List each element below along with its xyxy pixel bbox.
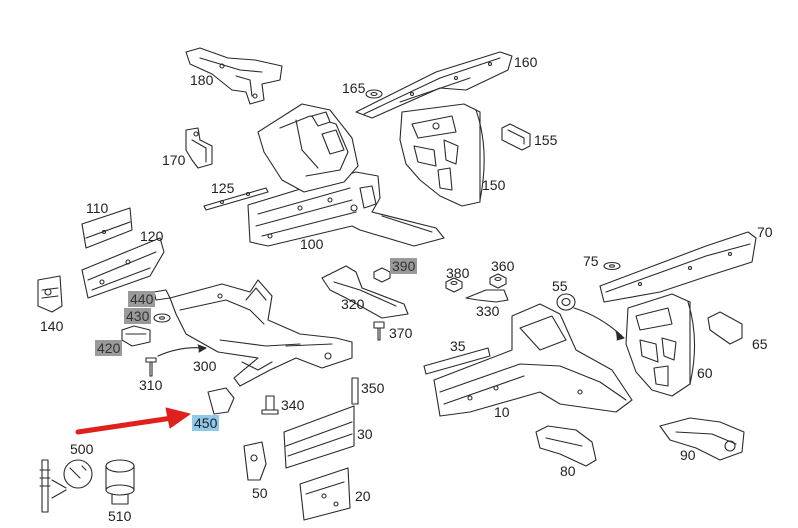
callout-50: 50: [252, 485, 268, 501]
callout-450: 450: [192, 415, 220, 431]
part-300-subframe: [169, 279, 353, 387]
callout-320: 320: [341, 296, 365, 312]
callout-120: 120: [140, 228, 164, 244]
callout-440: 440: [128, 291, 156, 307]
callout-90: 90: [680, 447, 696, 463]
callout-390: 390: [390, 258, 418, 274]
callout-170: 170: [162, 152, 186, 168]
part-120-panel: [81, 237, 165, 299]
callout-380: 380: [446, 265, 470, 281]
callout-340: 340: [281, 397, 305, 413]
part-10-rail: [433, 303, 633, 417]
callout-125: 125: [211, 180, 235, 196]
callout-300: 300: [193, 358, 217, 374]
part-180-bracket: [185, 47, 283, 105]
part-140-mount: [37, 275, 63, 313]
callout-310: 310: [139, 377, 163, 393]
part-320-bracket: [321, 265, 409, 319]
part-370-bolt: [373, 321, 385, 341]
callout-165: 165: [342, 80, 366, 96]
part-165-washer: [365, 89, 383, 99]
part-110-strip: [81, 207, 133, 249]
part-310-bolt: [145, 357, 157, 377]
callout-155: 155: [534, 132, 558, 148]
arrowhead-310: [197, 344, 207, 353]
callout-30: 30: [357, 426, 373, 442]
callout-140: 140: [40, 318, 64, 334]
part-390-nut: [373, 267, 391, 283]
part-20-bracket: [299, 467, 351, 521]
part-360-nut: [489, 273, 507, 289]
callout-180: 180: [190, 72, 214, 88]
callout-10: 10: [494, 404, 510, 420]
callout-100: 100: [300, 236, 324, 252]
part-340-bolt: [261, 395, 279, 415]
callout-160: 160: [514, 54, 538, 70]
callout-60: 60: [697, 365, 713, 381]
part-70-rail: [599, 231, 757, 303]
part-155-plate: [501, 123, 531, 151]
part-90-bracket: [659, 417, 745, 461]
leader-500: [51, 479, 67, 499]
callout-420: 420: [95, 340, 123, 356]
callout-360: 360: [491, 258, 515, 274]
red-pointer-arrow: [75, 407, 191, 435]
part-350-stud: [351, 377, 359, 405]
part-50-bracket: [243, 441, 267, 481]
part-450-bracket: [207, 387, 235, 415]
callout-150: 150: [482, 177, 506, 193]
callout-35: 35: [450, 338, 466, 354]
part-430-washer: [153, 313, 171, 323]
part-420-mount: [121, 325, 151, 347]
arrow-55: [573, 307, 623, 337]
callout-370: 370: [389, 325, 413, 341]
part-55-bushing: [556, 293, 576, 311]
part-60-panel: [625, 293, 696, 397]
part-100-front-assembly: [247, 103, 445, 247]
callout-430: 430: [124, 308, 152, 324]
torque-wrench-icon: [63, 459, 93, 489]
callout-110: 110: [86, 200, 109, 216]
callout-330: 330: [476, 303, 500, 319]
part-150-panel: [399, 103, 485, 207]
callout-65: 65: [752, 336, 768, 352]
callout-20: 20: [355, 488, 371, 504]
part-380-nut: [445, 277, 463, 293]
part-510-mount: [105, 459, 135, 505]
callout-510: 510: [108, 508, 132, 524]
callout-350: 350: [361, 380, 385, 396]
part-125-strip: [203, 187, 269, 211]
callout-80: 80: [560, 463, 576, 479]
callout-500: 500: [70, 441, 94, 457]
part-330-bracket: [465, 289, 509, 303]
callout-70: 70: [757, 224, 773, 240]
callout-55: 55: [552, 278, 568, 294]
part-160-rail: [355, 51, 513, 119]
part-75-washer: [603, 261, 621, 271]
part-170-bracket: [185, 127, 213, 169]
part-80-bracket: [535, 425, 597, 467]
part-35-strip: [423, 347, 491, 375]
arrow-310: [157, 347, 205, 357]
arrowhead-55: [615, 331, 625, 341]
part-65-plate: [707, 311, 743, 345]
part-500-bolt: [39, 459, 51, 513]
part-30-plate: [283, 405, 355, 469]
part-440-mount: [153, 289, 171, 301]
callout-75: 75: [583, 253, 599, 269]
